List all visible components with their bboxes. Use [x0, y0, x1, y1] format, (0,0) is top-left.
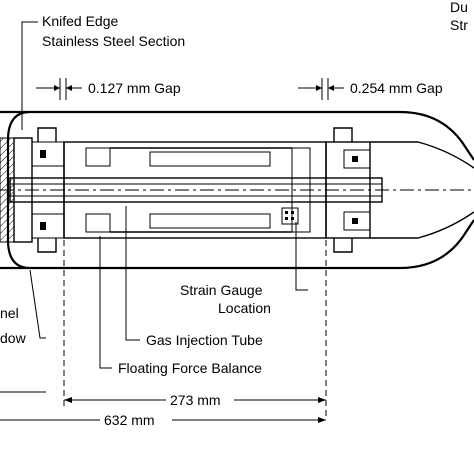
label-dim-632: 632 mm — [104, 412, 155, 428]
label-top-right-line2: Str — [450, 17, 468, 33]
label-left-line2: dow — [0, 330, 27, 346]
label-gas-injection-tube: Gas Injection Tube — [146, 332, 263, 348]
gap-markers — [36, 78, 344, 100]
strain-gauge-block — [281, 207, 299, 225]
label-gap-right: 0.254 mm Gap — [350, 80, 443, 96]
gas-injection-tube — [0, 177, 474, 203]
label-knifed-edge-line2: Stainless Steel Section — [42, 33, 185, 49]
label-gap-left: 0.127 mm Gap — [88, 80, 181, 96]
label-strain-gauge-line2: Location — [218, 300, 271, 316]
label-floating-force-balance: Floating Force Balance — [118, 360, 262, 376]
labels: Knifed Edge Stainless Steel Section 0.12… — [0, 0, 468, 428]
label-knifed-edge-line1: Knifed Edge — [42, 13, 118, 29]
label-dim-273: 273 mm — [170, 392, 221, 408]
leader-lines — [21, 21, 308, 369]
label-strain-gauge-line1: Strain Gauge — [180, 282, 263, 298]
label-top-right-line1: Du — [450, 0, 468, 15]
dimension-lines — [0, 240, 327, 423]
label-left-line1: nel — [0, 305, 19, 321]
